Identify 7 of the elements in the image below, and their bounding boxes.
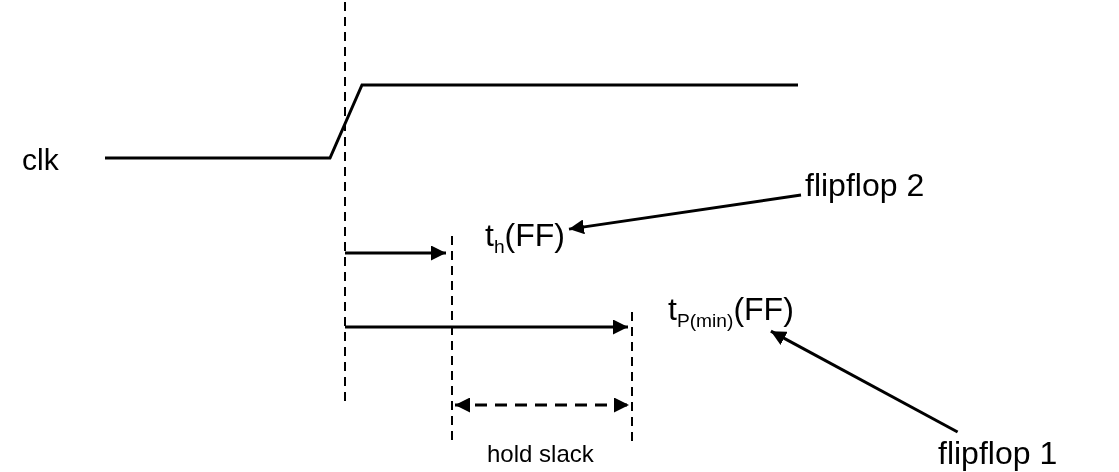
timing-label: flipflop 2	[805, 168, 925, 204]
arrow	[568, 193, 802, 235]
timing-label: t$_{h}$(FF)	[485, 218, 565, 254]
dimension-label: hold slack	[487, 442, 594, 466]
timing-label: flipflop 1	[938, 436, 1058, 472]
arrow	[770, 329, 959, 434]
signal-name: clk	[22, 145, 59, 175]
